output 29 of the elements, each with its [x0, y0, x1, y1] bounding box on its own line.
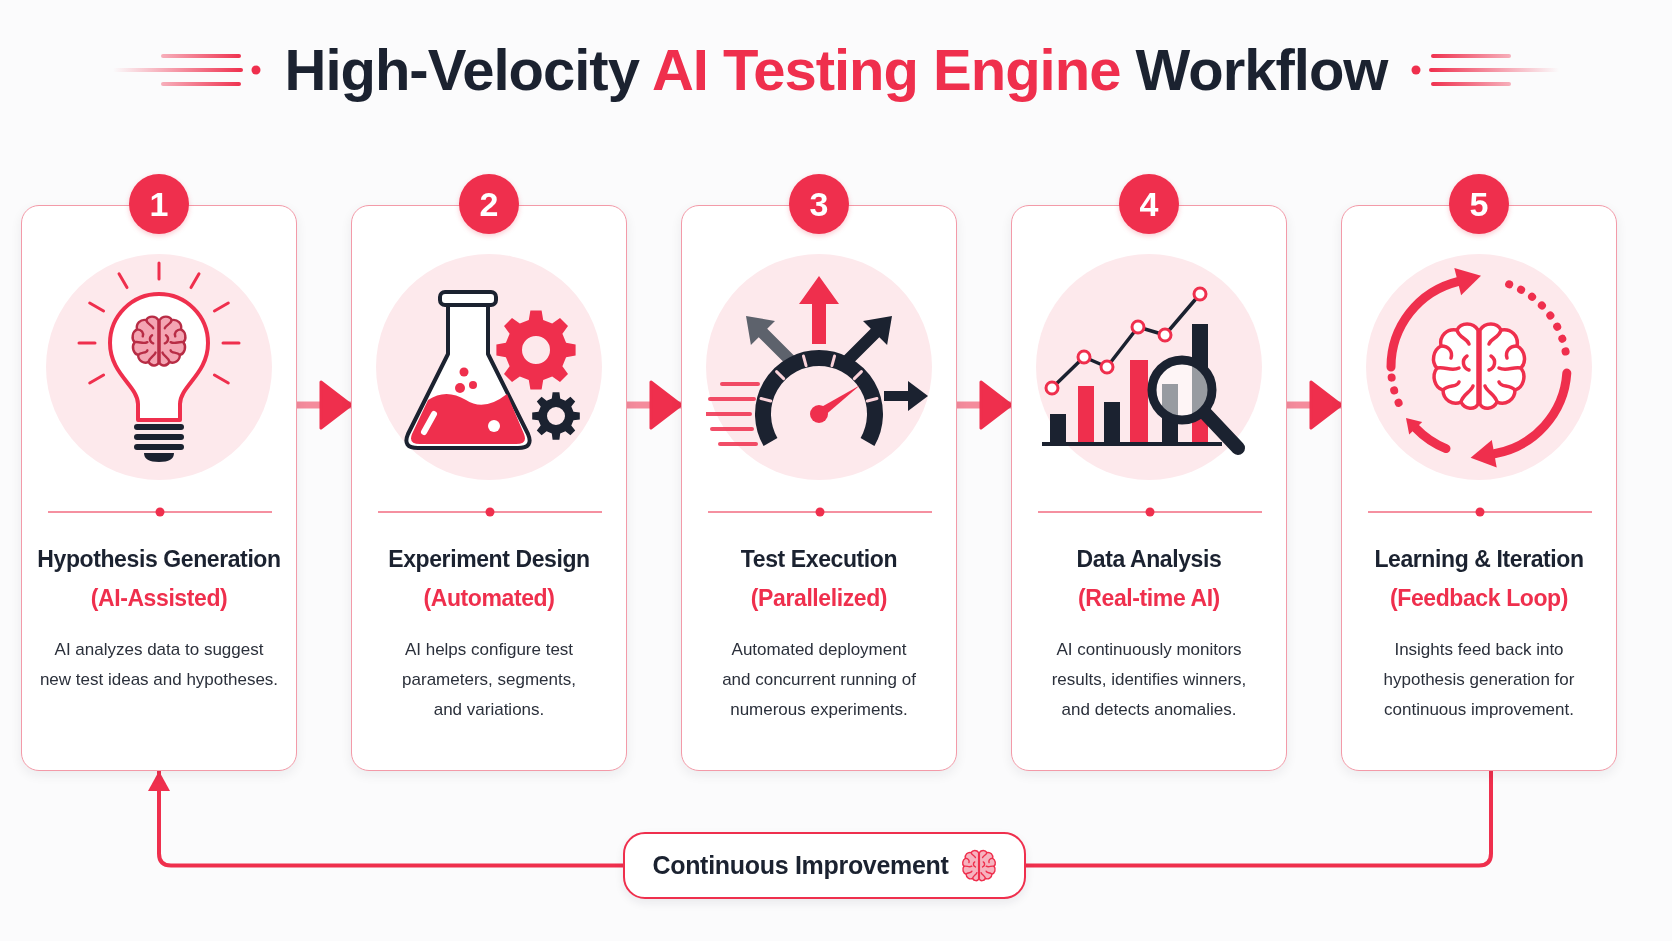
step-number-badge: 5	[1449, 174, 1509, 234]
arrow	[148, 771, 623, 868]
step-title: Data Analysis	[1076, 545, 1222, 574]
connector-line	[1026, 771, 1493, 868]
arrow	[297, 380, 353, 430]
loop-label: Continuous Improvement	[652, 851, 949, 880]
step-subtitle: (AI-Assisted)	[90, 584, 228, 613]
step-number-badge: 2	[459, 174, 519, 234]
step-number-badge: 1	[129, 174, 189, 234]
step-title: Experiment Design	[388, 545, 590, 574]
arrow	[627, 380, 683, 430]
step-subtitle: (Feedback Loop)	[1390, 584, 1568, 613]
title: High-Velocity AI Testing Engine Workflow	[284, 36, 1388, 104]
step-description: AI helps configure test parameters, segments, and variations.	[401, 639, 577, 721]
step-description: AI analyzes data to suggest new test ideas and hypotheses.	[38, 639, 280, 691]
step-number-badge: 3	[789, 174, 849, 234]
step-title: Learning & Iteration	[1374, 545, 1584, 574]
step-subtitle: (Parallelized)	[750, 584, 888, 613]
step-subtitle: (Real-time AI)	[1078, 584, 1220, 613]
step-title: Test Execution	[740, 545, 898, 574]
arrow	[1287, 380, 1343, 430]
step-description: AI continuously monitors results, identifies winners, and detects anomalies.	[1050, 639, 1248, 721]
step-description: Insights feed back into hypothesis generation for continuous improvement.	[1382, 639, 1576, 721]
step-subtitle: (Automated)	[423, 584, 555, 613]
step-title: Hypothesis Generation	[37, 545, 281, 574]
step-number-badge: 4	[1119, 174, 1179, 234]
loop-label-panel	[623, 832, 1026, 899]
arrow	[957, 380, 1013, 430]
step-description: Automated deployment and concurrent running of numerous experiments.	[721, 639, 917, 721]
